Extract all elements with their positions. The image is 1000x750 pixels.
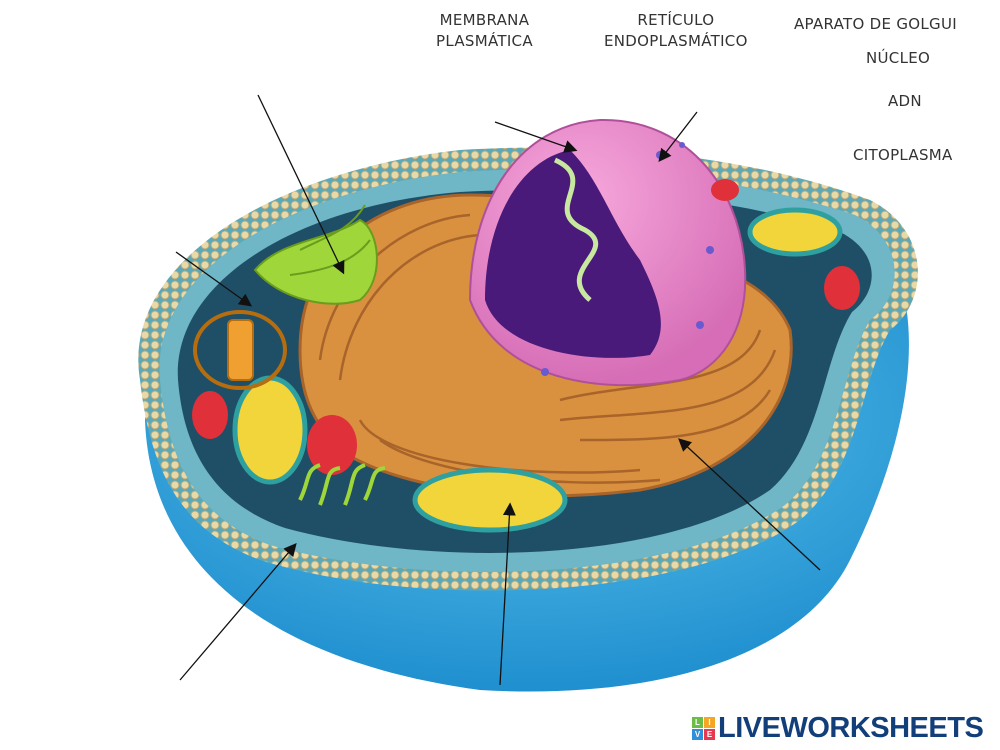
pointer-arrows (175, 94, 821, 686)
label-aparato-golgi[interactable]: APARATO DE GOLGUI (794, 15, 957, 33)
logo-tile: E (704, 729, 715, 740)
centriole (193, 310, 287, 390)
label-line: MEMBRANA (439, 11, 530, 29)
arrow-nucleo (658, 111, 698, 163)
arrow-membrana (179, 543, 297, 681)
logo-tiles: L I V E (692, 717, 715, 740)
logo-tile: I (704, 717, 715, 728)
arrow-citoplasma (175, 251, 253, 307)
label-adn[interactable]: ADN (888, 92, 922, 110)
arrow-mitocondria (499, 502, 516, 686)
lysosomes (192, 179, 860, 475)
golgi-apparatus (253, 204, 378, 305)
dna-helix (553, 157, 599, 302)
label-membrana-plasmatica[interactable]: MEMBRANA PLASMÁTICA (436, 10, 533, 52)
label-line: ENDOPLASMÁTICO (604, 32, 748, 50)
label-citoplasma[interactable]: CITOPLASMA (853, 146, 953, 164)
logo-text: LIVEWORKSHEETS (718, 712, 984, 744)
liveworksheets-logo: L I V E LIVEWORKSHEETS (692, 712, 984, 745)
label-nucleo[interactable]: NÚCLEO (866, 49, 931, 67)
arrow-golgi (257, 94, 345, 275)
arrow-reticulo (678, 438, 821, 571)
ribosomes (298, 463, 386, 506)
logo-tile: L (692, 717, 703, 728)
label-reticulo-endoplasmatico[interactable]: RETÍCULO ENDOPLASMÁTICO (604, 10, 748, 52)
arrow-adn (494, 121, 578, 153)
label-line: PLASMÁTICA (436, 32, 533, 50)
logo-tile: V (692, 729, 703, 740)
mitochondria (232, 207, 843, 533)
label-line: RETÍCULO (637, 11, 715, 29)
